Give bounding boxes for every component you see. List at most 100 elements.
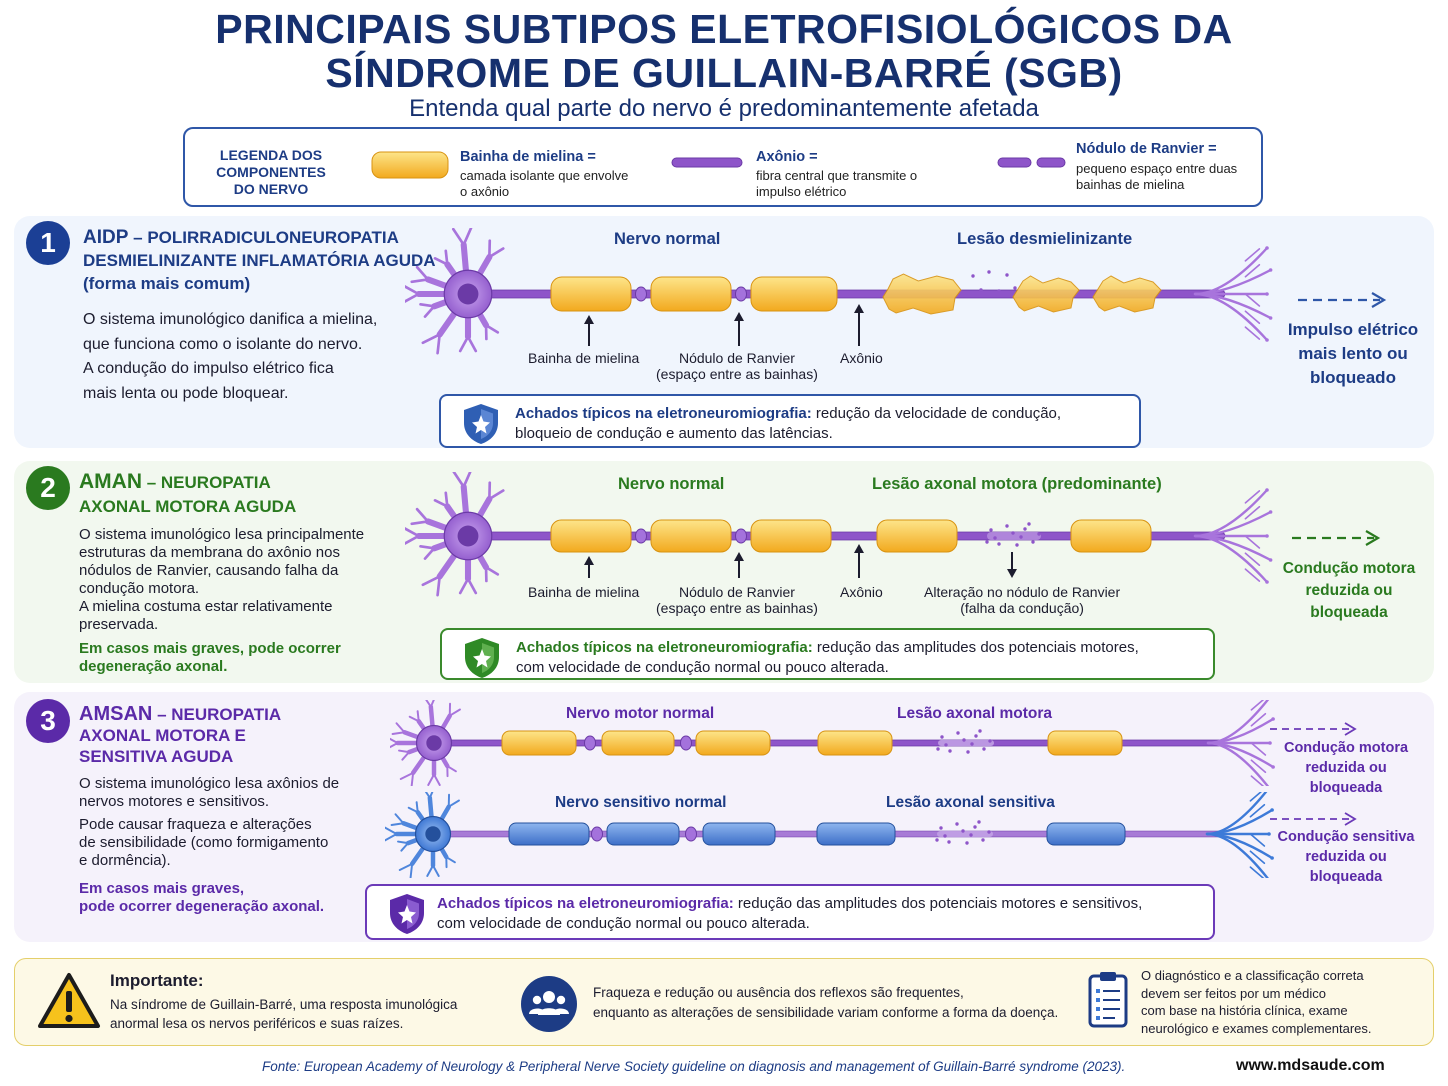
ranvier-node bbox=[735, 528, 747, 544]
footer-site: www.mdsaude.com bbox=[1236, 1057, 1385, 1074]
footer-source: Fonte: European Academy of Neurology & P… bbox=[262, 1059, 1126, 1074]
dendrite-branch bbox=[407, 806, 419, 814]
panel2-lesion-title: Lesão axonal motora (predominante) bbox=[872, 475, 1162, 493]
shield-star-icon bbox=[390, 894, 424, 934]
damaged-node bbox=[987, 532, 1041, 540]
panel2-findings: Achados típicos na eletroneuromiografia:… bbox=[440, 628, 1215, 680]
panel3-sensory-normal-title: Nervo sensitivo normal bbox=[555, 794, 727, 811]
damaged-myelin-segment bbox=[1012, 275, 1080, 313]
axon-terminal bbox=[1193, 534, 1269, 584]
dendrite-branch bbox=[399, 771, 415, 780]
terminal-twig bbox=[1244, 490, 1261, 504]
pointer-arrowhead bbox=[854, 304, 864, 313]
myelin-segment bbox=[817, 730, 893, 756]
panel3-note: Em casos mais graves,pode ocorrer degene… bbox=[79, 880, 325, 915]
panel2-label-myelin: Bainha de mielina bbox=[528, 584, 640, 600]
myelin-segment bbox=[702, 822, 776, 846]
debris-dot bbox=[940, 735, 944, 739]
dendrite-branch bbox=[385, 833, 398, 842]
dendrite-branch bbox=[427, 773, 435, 786]
axon-terminal bbox=[1205, 832, 1274, 860]
dendrite-branch bbox=[458, 577, 470, 595]
dendrite-branch bbox=[484, 323, 500, 334]
dendrite-branch bbox=[425, 700, 432, 708]
damaged-axon bbox=[937, 831, 993, 837]
terminal-end bbox=[1265, 292, 1269, 296]
important-heading: Importante: bbox=[110, 971, 204, 990]
dendrite-branch bbox=[410, 520, 430, 526]
pointer-arrowhead bbox=[1007, 569, 1017, 578]
terminal-twig bbox=[1249, 866, 1265, 878]
dendrite-branch bbox=[446, 765, 457, 773]
panel3-number: 3 bbox=[26, 699, 70, 743]
warning-icon bbox=[38, 973, 100, 1028]
ranvier-node bbox=[735, 286, 747, 302]
panel3-motor-normal-title: Nervo motor normal bbox=[566, 705, 715, 722]
dendrite-branch bbox=[401, 751, 410, 761]
damaged-myelin-segment bbox=[882, 273, 962, 315]
debris-dot bbox=[977, 820, 981, 824]
title-line1: PRINCIPAIS SUBTIPOS ELETROFISIOLÓGICOS D… bbox=[215, 6, 1233, 52]
myelin-segment bbox=[695, 730, 771, 756]
myelin-segment bbox=[601, 730, 675, 756]
debris-dot bbox=[1005, 524, 1009, 528]
dendrite-branch bbox=[410, 771, 415, 786]
important-mid-text: Fraqueza e redução ou ausência dos refle… bbox=[593, 985, 1059, 1020]
dendrite-branch bbox=[415, 265, 430, 281]
panel1-heading: AIDP – POLIRRADICULONEUROPATIA DESMIELIN… bbox=[83, 227, 436, 293]
amsan-motor-nerve-diagram bbox=[390, 700, 1275, 786]
panel1-description: O sistema imunológico danifica a mielina… bbox=[83, 311, 378, 402]
debris-dot bbox=[974, 734, 978, 738]
axon-terminal bbox=[1206, 741, 1270, 786]
dendrite-branch bbox=[415, 801, 419, 814]
dendrite-branch bbox=[405, 285, 420, 296]
dendrite-branch bbox=[395, 722, 406, 734]
dendrite-branch bbox=[421, 575, 441, 587]
dendrite-branch bbox=[400, 842, 409, 852]
axon-terminal bbox=[1205, 808, 1274, 836]
debris-dot bbox=[936, 747, 940, 751]
dendrite-branch bbox=[408, 715, 420, 723]
pointer-arrowhead bbox=[854, 544, 864, 553]
terminal-twig bbox=[1249, 803, 1266, 818]
dendrite-branch bbox=[444, 249, 449, 266]
terminal-end bbox=[1265, 488, 1269, 492]
debris-dot bbox=[993, 536, 997, 540]
legend-axon-name: Axônio = bbox=[756, 149, 818, 165]
dendrite-branch bbox=[390, 737, 399, 744]
debris-dot bbox=[969, 833, 973, 837]
myelin-segment bbox=[1046, 822, 1126, 846]
terminal-end bbox=[1268, 316, 1273, 320]
terminal-end bbox=[1270, 808, 1274, 812]
dendrite-branch bbox=[432, 864, 440, 877]
dendrite-branch bbox=[433, 773, 441, 786]
dendrite-branch bbox=[415, 507, 430, 523]
dendrite-branch bbox=[416, 710, 420, 723]
panel1-lesion-title: Lesão desmielinizante bbox=[957, 230, 1133, 248]
debris-dot bbox=[944, 743, 948, 747]
debris-dot bbox=[978, 729, 982, 733]
dendrite-branch bbox=[436, 575, 441, 597]
axon-terminal bbox=[1193, 292, 1269, 342]
debris-dot bbox=[1011, 531, 1015, 535]
terminal-twig bbox=[1244, 310, 1261, 325]
dendrite-branch bbox=[405, 527, 420, 538]
terminal-twig bbox=[1244, 248, 1261, 262]
dendrite-branch bbox=[423, 547, 436, 560]
axon-terminal bbox=[1206, 741, 1275, 769]
panel3-motor-lesion-title: Lesão axonal motora bbox=[897, 705, 1053, 722]
myelin-segment bbox=[1070, 519, 1152, 553]
terminal-twig bbox=[1244, 568, 1261, 582]
myelin-swatch bbox=[371, 151, 449, 179]
damaged-axon bbox=[938, 740, 994, 746]
myelin-segment bbox=[550, 276, 632, 312]
debris-dot bbox=[966, 750, 970, 754]
dendrite-branch bbox=[409, 862, 414, 878]
debris-dot bbox=[973, 825, 977, 829]
ranvier-node bbox=[635, 286, 647, 302]
ranvier-node bbox=[584, 735, 596, 751]
